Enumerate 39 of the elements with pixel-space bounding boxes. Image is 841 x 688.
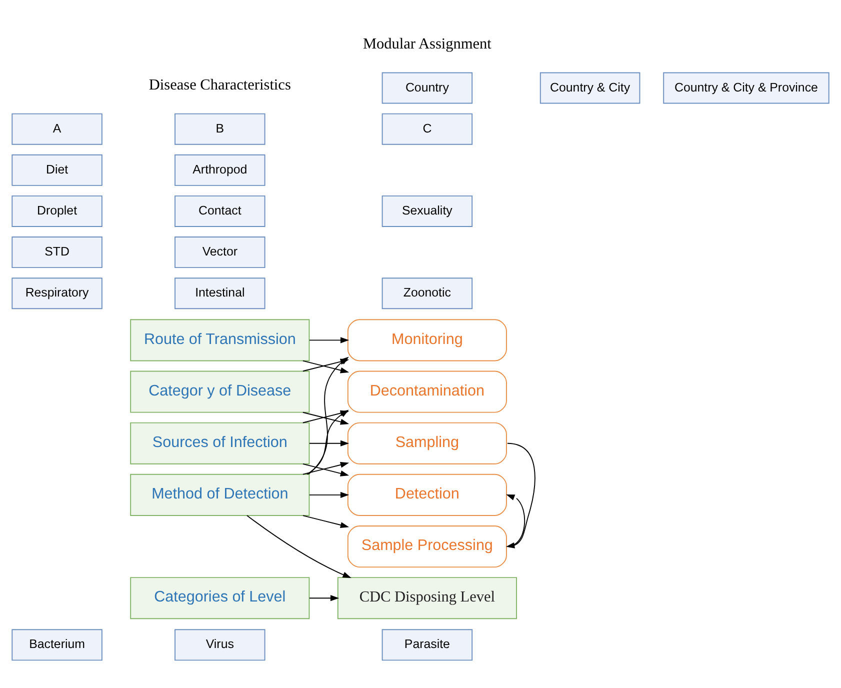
node-box: Diet	[12, 154, 102, 186]
label: Modular Assignment	[362, 36, 492, 53]
arrow	[308, 492, 350, 498]
arrow	[308, 337, 350, 344]
node-box: Vector	[174, 236, 266, 268]
node-box: Droplet	[12, 195, 102, 227]
node-box: Categories of Level	[130, 577, 310, 620]
arrow	[308, 440, 350, 446]
node-box: C	[382, 113, 473, 145]
node-box: Country & City & Province	[663, 72, 830, 104]
node-box: Contact	[174, 195, 266, 227]
node-box: A	[12, 113, 102, 145]
node-box: Method of Detection	[130, 474, 310, 516]
arrow	[506, 494, 526, 547]
node-box: Categor y of Disease	[130, 370, 310, 413]
arrow	[246, 515, 352, 578]
node-box: CDC Disposing Level	[337, 577, 517, 620]
node-box: Intestinal	[174, 278, 266, 310]
node-box: Route of Transmission	[130, 319, 310, 362]
label: Disease Characteristics	[148, 76, 291, 94]
node-box: Sampling	[347, 422, 507, 464]
arrow	[302, 515, 350, 528]
node-box: Sample Processing	[347, 526, 507, 568]
node-box: Virus	[174, 629, 266, 661]
node-box: Detection	[347, 474, 507, 516]
node-box: Parasite	[382, 629, 473, 661]
node-box: Sexuality	[382, 195, 473, 227]
node-box: Decontamination	[347, 370, 507, 413]
node-box: Zoonotic	[382, 278, 473, 310]
node-box: Country	[382, 72, 473, 104]
arrow	[308, 595, 340, 602]
node-box: Respiratory	[12, 278, 102, 310]
node-box: B	[174, 113, 266, 145]
node-box: Country & City	[540, 72, 640, 104]
node-box: STD	[12, 236, 102, 268]
node-box: Arthropod	[174, 154, 266, 186]
node-box: Sources of Infection	[130, 422, 310, 464]
node-box: Bacterium	[12, 629, 102, 661]
node-box: Monitoring	[347, 319, 507, 362]
